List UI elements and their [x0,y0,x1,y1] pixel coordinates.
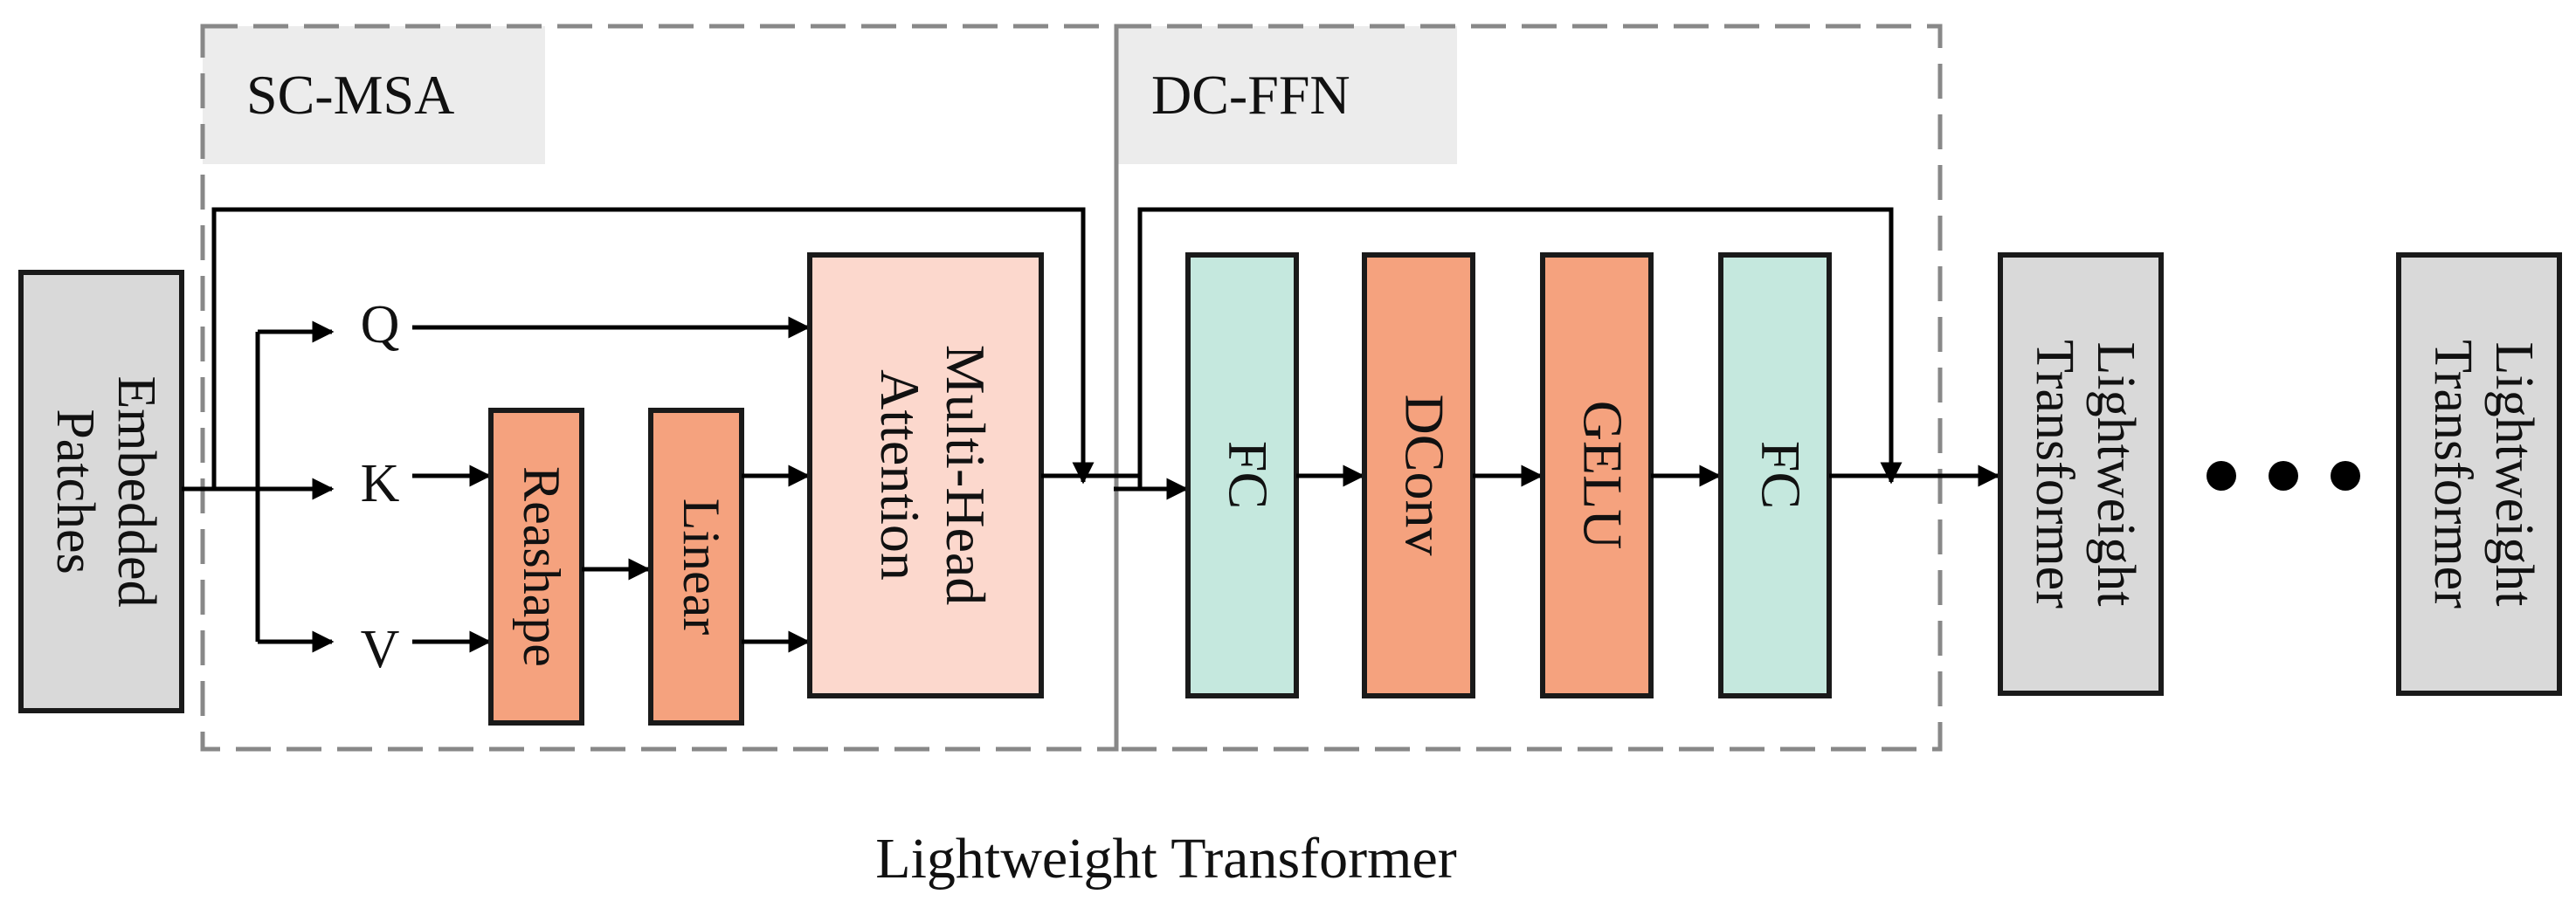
fc2-block: FC [1718,252,1832,698]
residual-wire-msa [211,207,1095,489]
fc1-block: FC [1185,252,1299,698]
gelu-label: GELU [1571,401,1633,550]
diagram-caption: Lightweight Transformer [875,827,1456,891]
dc-ffn-label: DC-FFN [1151,64,1350,126]
lt1-label-1: Lightweight [2086,341,2145,606]
multi-head-attention-block: Multi-Head Attention [807,252,1044,698]
ellipsis-dot-2 [2269,461,2298,491]
dconv-label: DConv [1393,395,1455,556]
embedded-patches-label-1: Embedded [107,375,166,607]
sc-msa-container [200,24,1119,752]
residual-wire-ffn [1137,207,1903,489]
q-label: Q [361,295,400,354]
lt1-label-2: Transformer [2025,340,2084,609]
dconv-block: DConv [1362,252,1475,698]
dc-ffn-label-bg [1116,26,1457,164]
sc-msa-label-bg [203,26,545,164]
fc2-label: FC [1750,441,1812,509]
sc-msa-label: SC-MSA [246,64,454,126]
ellipsis-dot-1 [2207,461,2236,491]
k-label: K [361,454,400,513]
reashape-label: Reashape [513,466,570,667]
gelu-block: GELU [1540,252,1654,698]
mha-label-1: Multi-Head [935,345,997,606]
lightweight-transformer-block-2: Lightweight Transformer [2396,252,2562,696]
lt2-label-1: Lightweight [2484,341,2544,606]
ellipsis-dot-3 [2331,461,2360,491]
embedded-patches-block: Embedded Patches [18,270,184,713]
linear-label: Linear [673,499,730,636]
v-label: V [361,620,400,679]
fc1-label: FC [1217,441,1279,509]
embedded-patches-label-2: Patches [45,409,105,574]
dc-ffn-container [1114,24,1943,752]
lt2-label-2: Transformer [2423,340,2483,609]
mha-label-2: Attention [869,369,931,581]
lightweight-transformer-block-1: Lightweight Transformer [1998,252,2164,696]
reashape-block: Reashape [488,408,584,726]
linear-block: Linear [648,408,744,726]
